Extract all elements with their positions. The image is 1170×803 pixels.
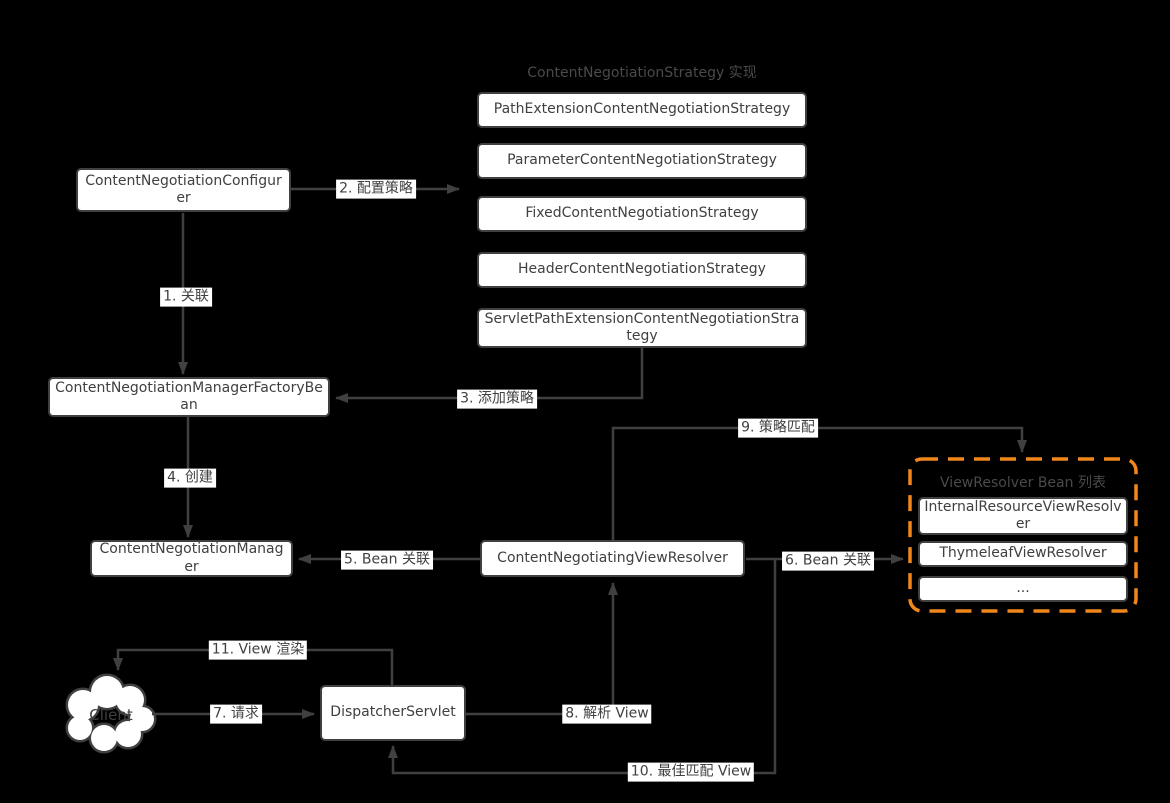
edge-10-line	[388, 559, 777, 775]
node-content-negotiation-configurer: ContentNegotiationConfigurer	[76, 168, 291, 212]
node-dispatcher-servlet: DispatcherServlet	[320, 685, 466, 741]
edge-label-7: 7. 请求	[210, 704, 262, 724]
edge-label-9: 9. 策略匹配	[738, 418, 818, 438]
edge-label-8: 8. 解析 View	[562, 704, 652, 724]
view-resolver-group-title: ViewResolver Bean 列表	[940, 475, 1106, 491]
edge-label-6: 6. Bean 关联	[782, 551, 874, 571]
view-resolver-group: ViewResolver Bean 列表 InternalResourceVie…	[908, 457, 1138, 613]
strategy-group-title: ContentNegotiationStrategy 实现	[527, 65, 757, 81]
node-content-negotiation-manager-factory-bean: ContentNegotiationManagerFactoryBean	[48, 377, 330, 417]
edge-label-2: 2. 配置策略	[336, 179, 416, 199]
strategy-item-header: HeaderContentNegotiationStrategy	[477, 252, 807, 288]
edge-label-1: 1. 关联	[160, 287, 212, 307]
edge-3-line	[335, 348, 644, 403]
client-cloud	[65, 673, 157, 754]
strategy-item-path-extension: PathExtensionContentNegotiationStrategy	[477, 92, 807, 128]
edge-label-3: 3. 添加策略	[457, 389, 537, 409]
view-resolver-group-border	[908, 457, 1138, 613]
node-content-negotiation-manager: ContentNegotiationManager	[90, 540, 293, 577]
edge-8-line	[466, 582, 618, 716]
client-label: Client	[89, 706, 133, 724]
view-resolver-item-internal-resource: InternalResourceViewResolver	[918, 497, 1128, 535]
edge-label-11: 11. View 渲染	[208, 640, 308, 660]
edge-label-5: 5. Bean 关联	[341, 550, 433, 570]
strategy-item-fixed: FixedContentNegotiationStrategy	[477, 196, 807, 232]
strategy-item-parameter: ParameterContentNegotiationStrategy	[477, 143, 807, 179]
view-resolver-item-thymeleaf: ThymeleafViewResolver	[918, 541, 1128, 567]
node-content-negotiating-view-resolver: ContentNegotiatingViewResolver	[480, 540, 745, 577]
edge-label-10: 10. 最佳匹配 View	[627, 762, 755, 782]
strategy-item-servlet-path-extension: ServletPathExtensionContentNegotiationSt…	[477, 308, 807, 348]
view-resolver-item-ellipsis: ...	[918, 576, 1128, 602]
edge-label-4: 4. 创建	[164, 468, 216, 488]
